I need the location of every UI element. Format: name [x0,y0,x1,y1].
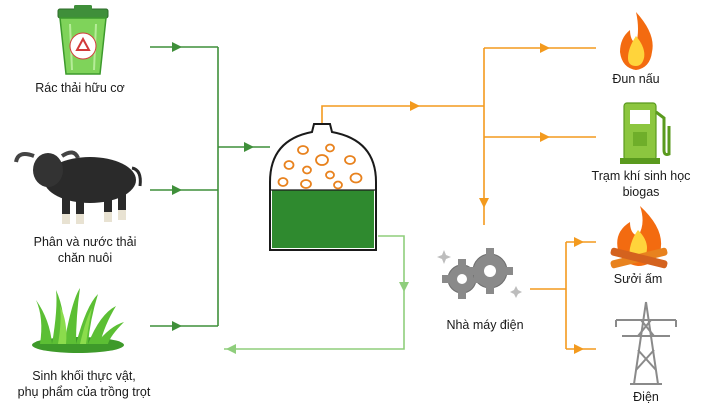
output-label-heating: Sưởi ấm [613,272,663,286]
power-plant-label: Nhà máy điện [446,318,524,332]
digestate-arrowheads [226,282,409,354]
gears-icon [437,248,522,299]
campfire-icon [610,206,668,269]
grass-icon [32,288,124,353]
biogas-digester-icon [269,123,377,251]
biogas-arrowheads [410,43,584,354]
input-label-manure: Phân và nước thải chăn nuôi [10,234,160,266]
output-label-electricity: Điện [633,390,659,404]
output-label-biogas-station: Trạm khí sinh học biogas [576,168,706,200]
buffalo-icon [14,150,142,224]
input-label-organic-waste: Rác thải hữu cơ [35,81,125,95]
output-label-biogas-station-line2: biogas [622,185,660,199]
input-label-manure-line2: chăn nuôi [57,251,113,265]
output-label-biogas-station-line1: Trạm khí sinh học [591,169,691,183]
flame-icon [620,12,653,70]
digestate-connectors [224,235,405,350]
input-arrowheads [172,42,254,331]
input-label-biomass: Sinh khối thực vật, phụ phẩm của trồng t… [0,368,168,400]
input-label-biomass-line2: phụ phẩm của trồng trọt [17,385,151,399]
input-label-manure-line1: Phân và nước thải [33,235,137,249]
input-label-biomass-line1: Sinh khối thực vật, [32,369,136,383]
input-connectors [150,46,270,327]
recycle-bin-icon [57,5,109,75]
output-label-cooking: Đun nấu [612,72,660,86]
fuel-pump-icon [620,102,671,164]
power-tower-icon [615,301,677,385]
